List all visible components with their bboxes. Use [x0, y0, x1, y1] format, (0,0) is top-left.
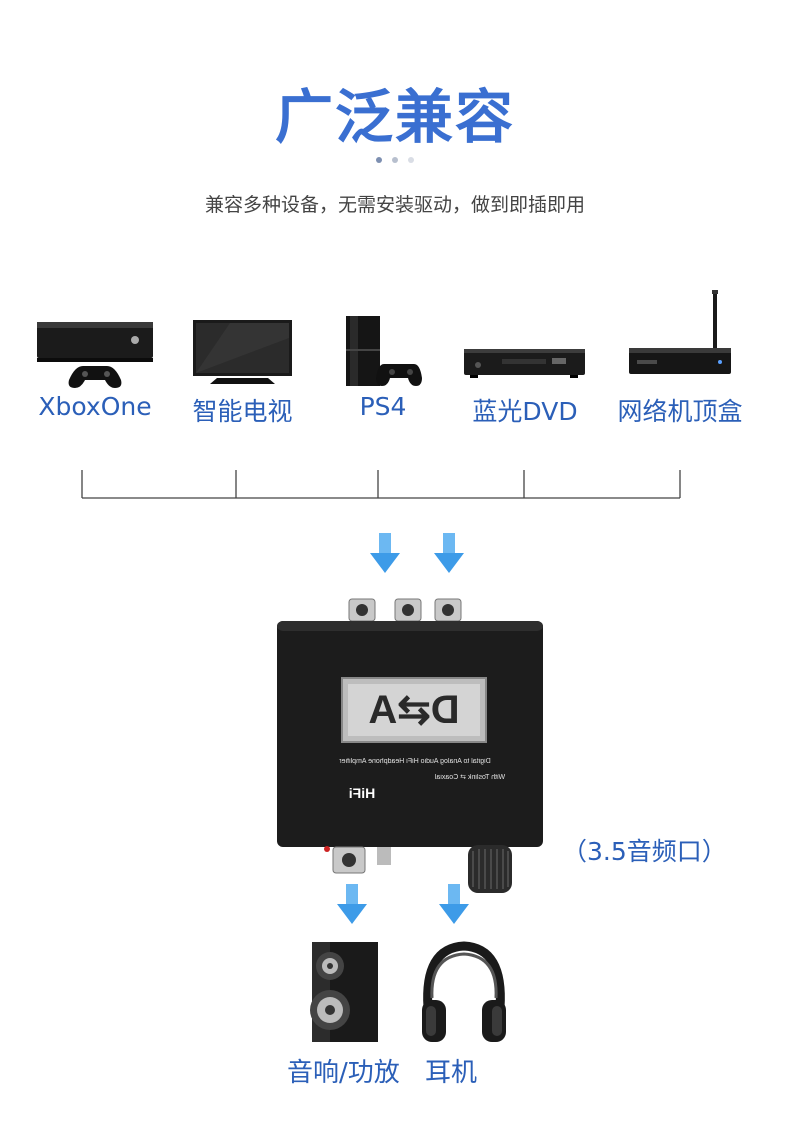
device-label-set-top-box: 网络机顶盒	[617, 397, 743, 426]
speaker-icon	[308, 940, 384, 1045]
device-bracket	[81, 470, 681, 499]
dac-logo: D⇄A	[368, 688, 460, 732]
xbox-console-icon	[35, 318, 155, 390]
ps4-console-icon	[340, 312, 425, 390]
dot-3	[408, 157, 414, 163]
output-label-speaker: 音响/功放	[287, 1058, 400, 1088]
top-input-jacks	[348, 598, 462, 622]
input-arrow-left-icon	[370, 533, 400, 573]
output-arrow-right-icon	[439, 884, 469, 924]
hifi-brand: HiFi	[348, 785, 376, 801]
smart-tv-icon	[190, 318, 295, 390]
dac-caption-line2: With Toslink ⇄ Coaxial	[434, 774, 506, 781]
page-subtitle: 兼容多种设备，无需安装驱动，做到即插即用	[204, 194, 585, 216]
dot-1	[376, 157, 382, 163]
dot-2	[392, 157, 398, 163]
device-label-ps4: PS4	[359, 392, 407, 421]
pagination-dots	[0, 157, 790, 163]
jack-note: （3.5音频口）	[562, 837, 727, 866]
device-label-xboxone: XboxOne	[38, 392, 152, 421]
set-top-box-icon	[625, 290, 735, 378]
device-label-smart-tv: 智能电视	[192, 397, 293, 426]
dac-caption-line1: Digital to Analog Audio HiFi Headphone A…	[339, 758, 491, 765]
device-label-bluray-dvd: 蓝光DVD	[472, 397, 578, 426]
headphones-icon	[418, 938, 510, 1046]
bluray-player-icon	[462, 345, 587, 381]
input-arrow-right-icon	[434, 533, 464, 573]
output-label-headphones: 耳机	[425, 1058, 478, 1088]
page-title: 广泛兼容	[274, 83, 515, 151]
output-arrow-left-icon	[337, 884, 367, 924]
dac-converter-device: D⇄A Digital to Analog Audio HiFi Headpho…	[275, 595, 545, 895]
